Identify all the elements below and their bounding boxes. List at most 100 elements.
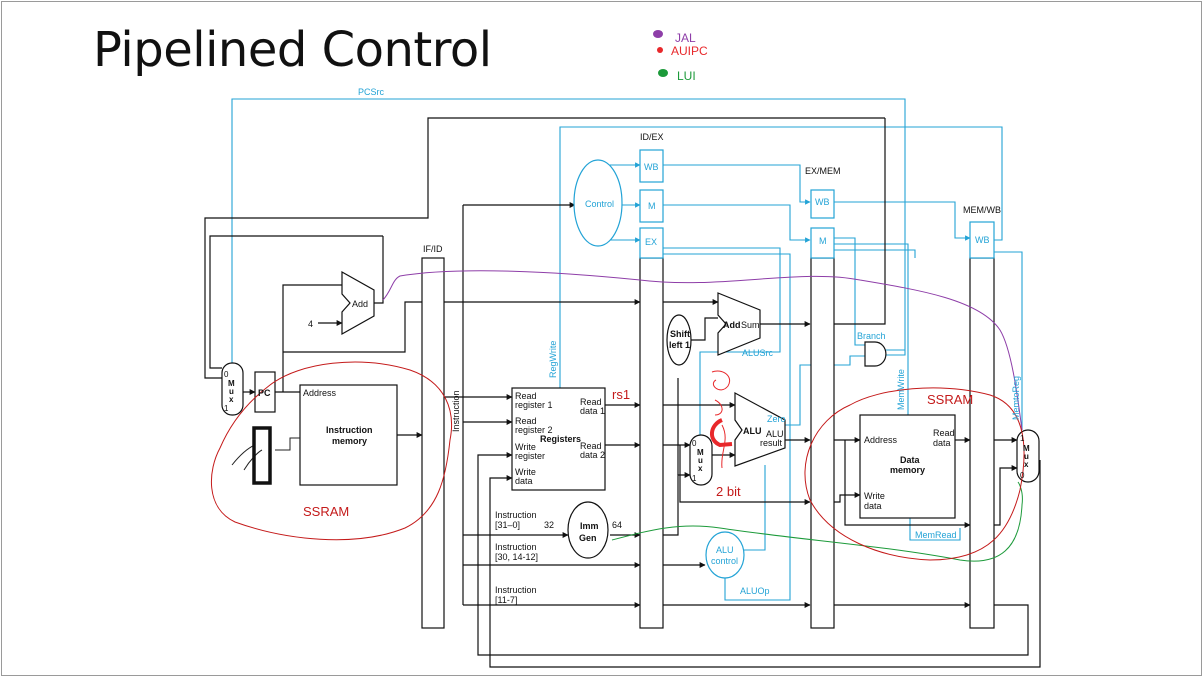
- label-idex-m: M: [648, 201, 656, 211]
- lui-green-path: [611, 481, 1023, 562]
- alu-control-unit: [705, 531, 745, 579]
- legend-auipc-marker: [657, 47, 663, 53]
- regwrite-wire: [559, 126, 1003, 390]
- label-memwb-wb: WB: [975, 235, 990, 245]
- shift-left-1: [666, 314, 692, 366]
- label-idex-wb: WB: [644, 162, 659, 172]
- label-instr-field2-a: Instruction: [495, 542, 537, 552]
- branch-and-gate: [864, 341, 887, 367]
- label-read-data1-b: data 1: [580, 406, 605, 416]
- label-control: Control: [585, 199, 614, 209]
- label-read-data2-a: Read: [580, 441, 602, 451]
- pc-highlight-box: [252, 426, 272, 485]
- label-memwrite: MemWrite: [896, 369, 906, 410]
- labels: IF/ID ID/EX EX/MEM MEM/WB WB M EX WB M W…: [224, 87, 1030, 605]
- pc-mux: [221, 362, 244, 416]
- annotation-2bit: 2 bit: [716, 484, 741, 499]
- label-pcmux-1: 1: [224, 404, 229, 413]
- legend-lui-marker: [658, 69, 668, 77]
- label-wbmux-u: u: [1024, 452, 1029, 461]
- instruction-memory: [299, 384, 398, 486]
- label-memread: MemRead: [915, 530, 957, 540]
- exmem-wb-field: [810, 189, 835, 219]
- label-alu-result-b: result: [760, 438, 783, 448]
- memwb-wb-field: [969, 221, 995, 259]
- annotation-ssram-left: SSRAM: [303, 504, 349, 519]
- label-four: 4: [308, 319, 313, 329]
- components: [221, 257, 1040, 629]
- wb-mux: [1016, 429, 1040, 483]
- control-wires: [231, 98, 1023, 601]
- label-idex: ID/EX: [640, 132, 664, 142]
- data-memory: [859, 414, 956, 519]
- label-wbmux-m: M: [1023, 444, 1030, 453]
- slide-title: Pipelined Control: [93, 22, 492, 78]
- exmem-bypass: [844, 440, 971, 528]
- pc-block: [254, 371, 276, 413]
- branch-adder: [717, 292, 761, 356]
- label-instruction-vertical: Instruction: [451, 390, 461, 432]
- imm-gen: [567, 501, 609, 559]
- idex-register: [639, 257, 664, 629]
- annotations: [210, 270, 1025, 562]
- idex-out2-to-exmem: [679, 445, 811, 505]
- idex-wb-field: [639, 149, 664, 183]
- memwb-to-wbmux-0: [994, 465, 1018, 526]
- label-alumux-x: x: [698, 464, 703, 473]
- idex-ex-field: [639, 227, 664, 259]
- label-sum: Sum: [741, 320, 760, 330]
- ifid-register: [421, 257, 445, 629]
- register-file: [511, 387, 606, 491]
- exmem-sum-to-pcmux: [834, 118, 886, 325]
- pc-to-add: [282, 284, 342, 392]
- exmem-m-field: [810, 227, 835, 259]
- alu-block: [734, 391, 786, 467]
- label-shift-1: Shift: [670, 329, 690, 339]
- label-memwb: MEM/WB: [963, 205, 1001, 215]
- label-dmem-1: Data: [900, 455, 921, 465]
- label-wbmux-0: 0: [1020, 471, 1025, 480]
- idex-m-field: [639, 189, 664, 223]
- label-add-sum: Add: [723, 320, 741, 330]
- control-unit: [573, 159, 623, 247]
- jal-loop: [209, 235, 383, 369]
- legend-jal: JAL: [675, 31, 696, 45]
- label-imm: Imm: [580, 521, 599, 531]
- label-wbmux-x: x: [1024, 460, 1029, 469]
- annotation-rs1: rs1: [612, 387, 630, 402]
- alusrc-wire: [663, 247, 781, 437]
- pcsrc-mux-feedback: [204, 117, 885, 379]
- label-idex-ex: EX: [645, 237, 657, 247]
- control-components: [573, 149, 995, 579]
- label-imem-1: Instruction: [326, 425, 373, 435]
- label-exmem-wb: WB: [815, 197, 830, 207]
- legend-markers: [653, 30, 668, 77]
- label-add: Add: [352, 299, 368, 309]
- label-alumux-m: M: [697, 448, 704, 457]
- label-dmem-2: memory: [890, 465, 925, 475]
- label-alumux-1: 1: [692, 474, 697, 483]
- memwrite-wire: [834, 243, 909, 415]
- ssram-right-outline: [804, 387, 1025, 561]
- label-wbmux-1: 1: [1020, 434, 1025, 443]
- m-idex-to-exmem: [663, 204, 811, 243]
- label-ifid: IF/ID: [423, 244, 443, 254]
- label-alu-control-a: ALU: [716, 545, 734, 555]
- label-instr-field2-b: [30, 14-12]: [495, 552, 538, 562]
- writedata-wire: [489, 460, 1041, 668]
- label-exmem: EX/MEM: [805, 166, 841, 176]
- exmem-register: [810, 257, 835, 629]
- alusrc-mux: [689, 434, 713, 486]
- label-dmem-address: Address: [864, 435, 898, 445]
- pc-sketch: [231, 437, 300, 471]
- label-imem-address: Address: [303, 388, 337, 398]
- label-read-reg1-a: Read: [515, 391, 537, 401]
- label-dmem-read-a: Read: [933, 428, 955, 438]
- label-read-data2-b: data 2: [580, 450, 605, 460]
- pcsrc-wire: [231, 98, 906, 375]
- label-write-reg-b: register: [515, 451, 545, 461]
- label-aluop: ALUOp: [740, 586, 770, 596]
- label-pcmux-m: M: [228, 379, 235, 388]
- label-alu-control-b: control: [711, 556, 738, 566]
